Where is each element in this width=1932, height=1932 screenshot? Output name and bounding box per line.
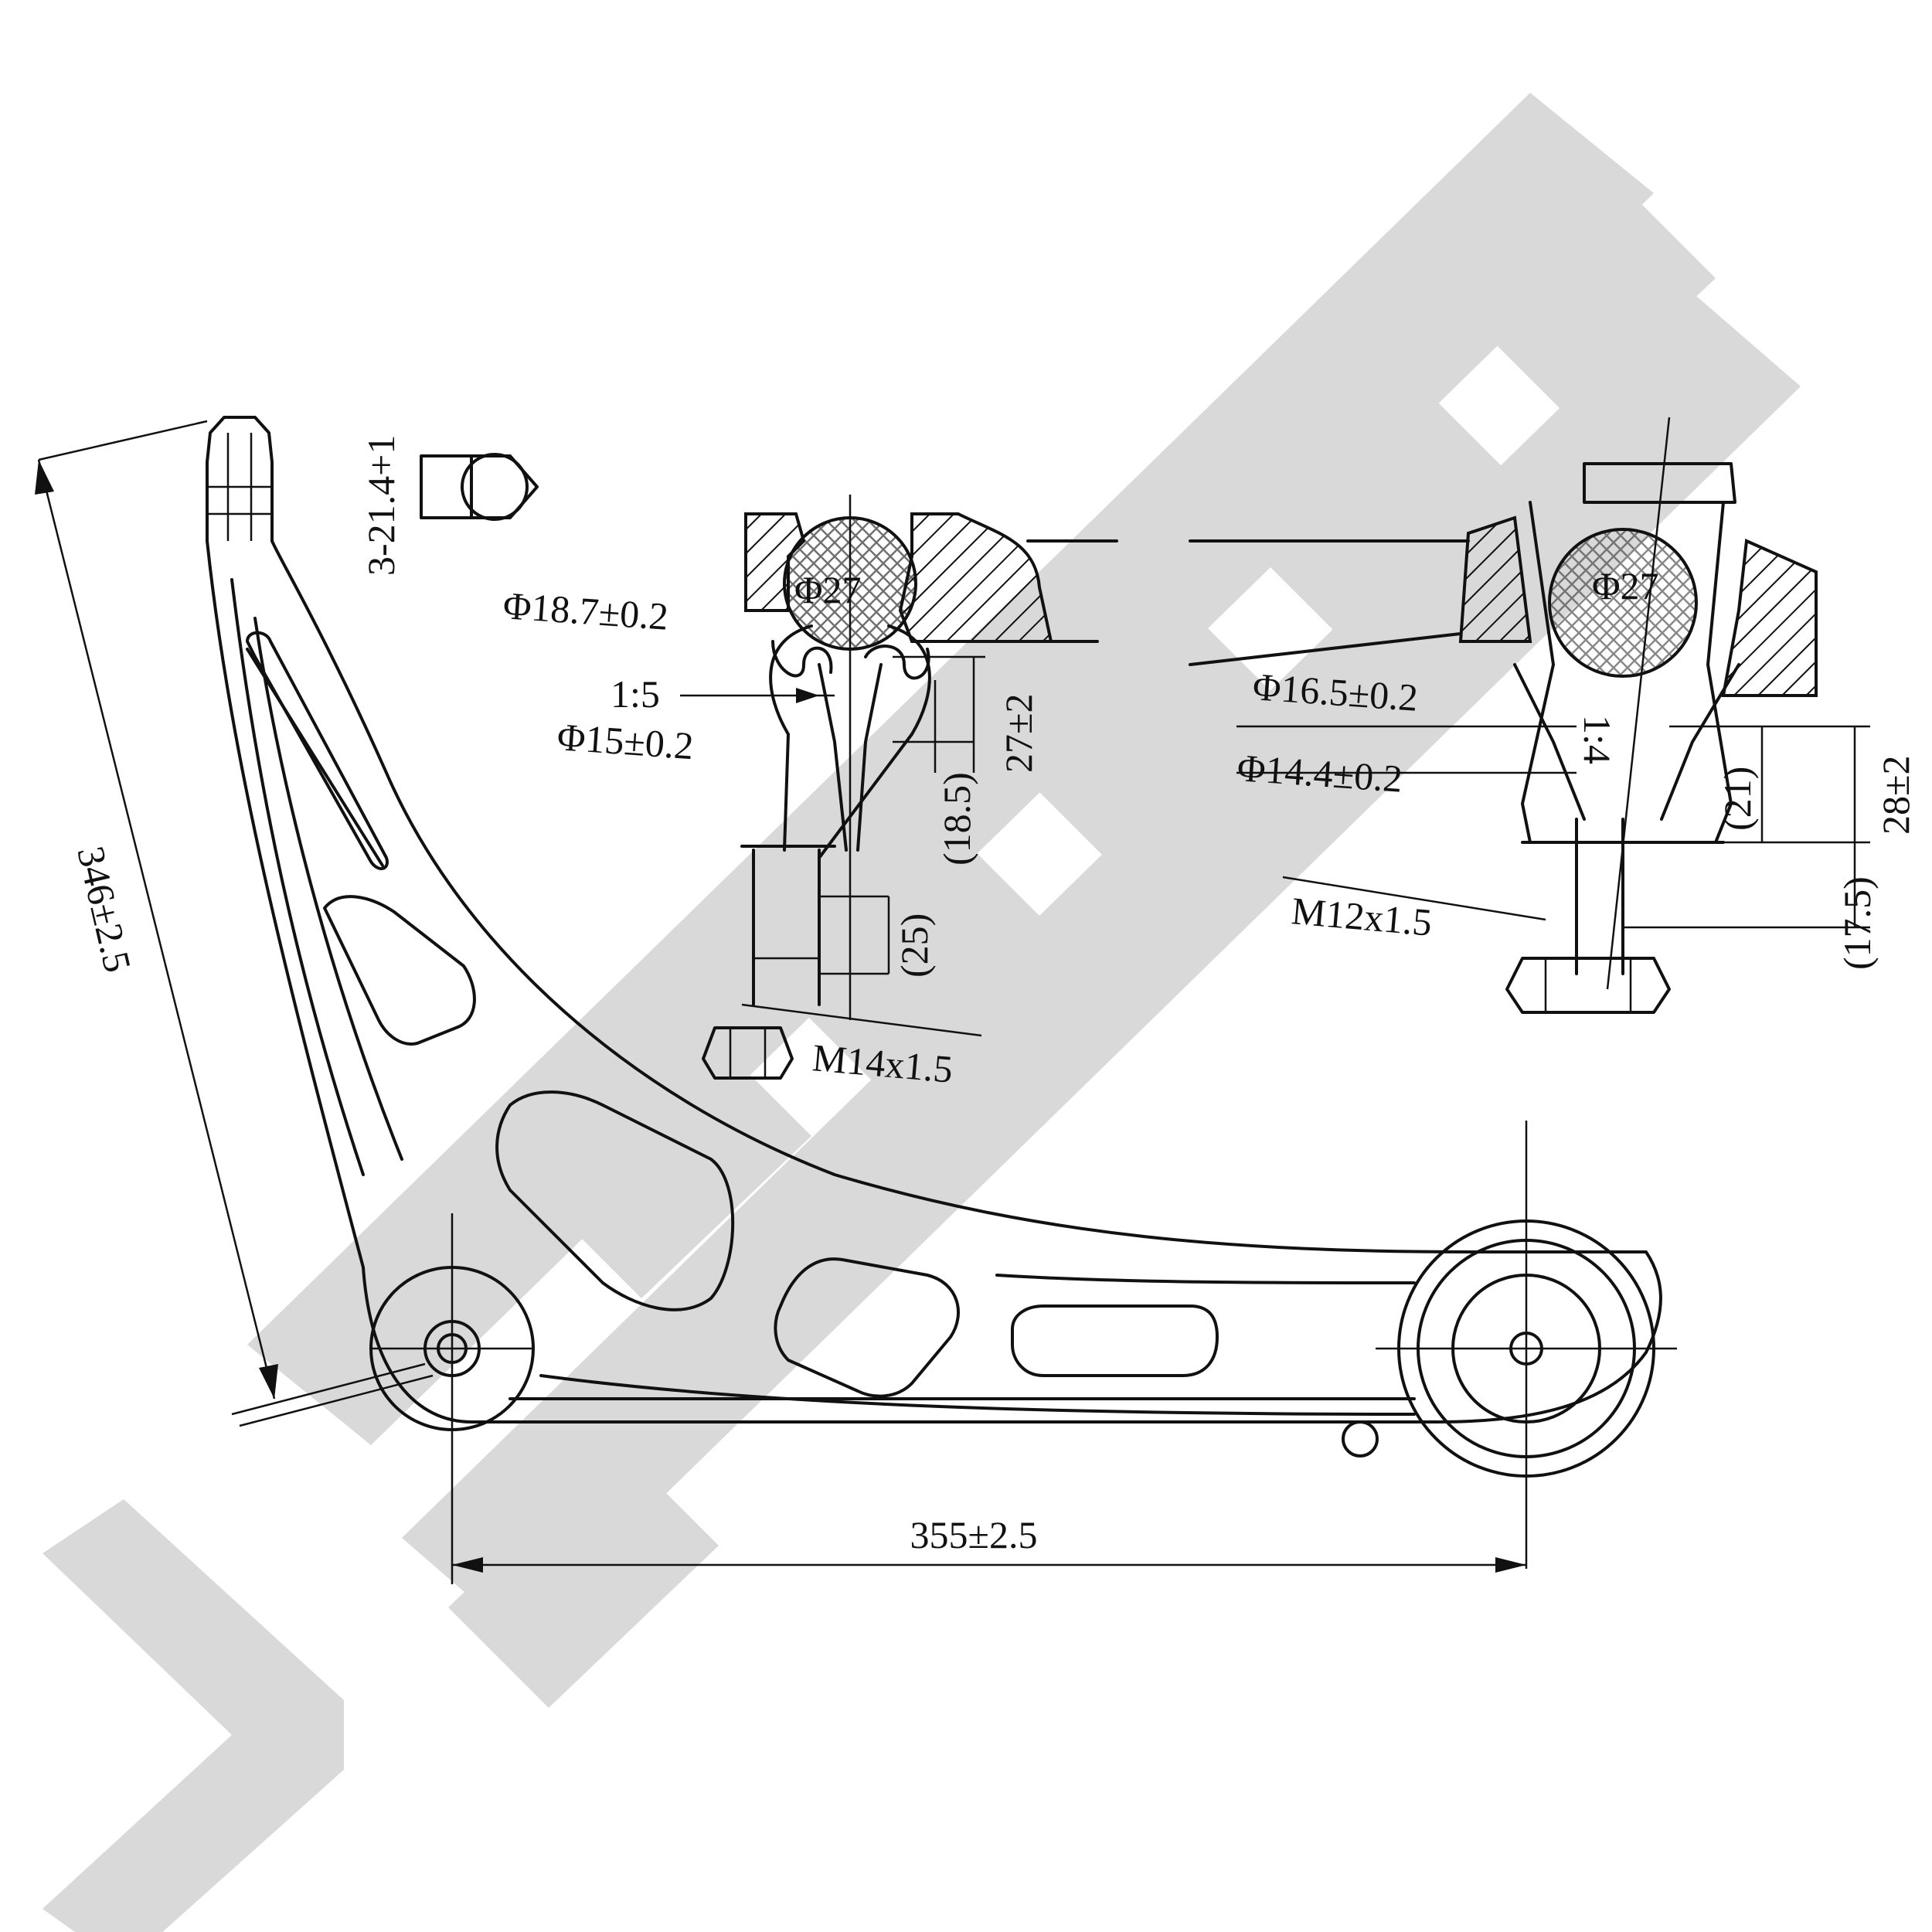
center-lines <box>371 1121 1677 1584</box>
hole-5 <box>1011 1304 1219 1377</box>
dimension-355-label: 355±2.5 <box>910 1513 1038 1556</box>
watermark-band-1 <box>247 93 1654 1445</box>
ball-joint-left-bottom-dia: Φ15±0.2 <box>556 715 695 767</box>
ball-joint-left-ball-dia: Φ27 <box>794 568 862 611</box>
arm-outline <box>206 539 1662 1423</box>
stud-section-detail: 3-21.4+1 <box>359 435 539 576</box>
hole-2 <box>323 895 476 1046</box>
ball-joint-right-nut <box>1505 957 1671 1014</box>
dimension-355: 355±2.5 <box>452 1513 1526 1573</box>
ball-joint-left-taper: 1:5 <box>611 672 660 716</box>
stud-section-label: 3-21.4+1 <box>359 435 403 576</box>
ball-joint-left-nut <box>702 1026 794 1080</box>
hole-4 <box>774 1257 960 1398</box>
dimension-346-label: 346±2.5 <box>69 842 140 976</box>
ball-joint-left: Φ27 Φ18.7±0.2 1:5 Φ15±0.2 27±2 (18.5) (2… <box>502 495 1118 1091</box>
top-stud <box>206 416 274 464</box>
watermark-band-2 <box>402 286 1801 1638</box>
ball-joint-right: Φ27 Φ16.5±0.2 Φ14.4±0.2 1:4 28±2 (21) (1… <box>1189 417 1917 1014</box>
watermark-logo <box>43 93 1801 1932</box>
ball-joint-right-height: 28±2 <box>1874 756 1917 835</box>
ball-joint-left-taper-len: (18.5) <box>935 772 978 866</box>
watermark-chevron <box>43 1499 344 1932</box>
ball-joint-right-taper: 1:4 <box>1576 715 1619 764</box>
ball-joint-left-thread-len: (25) <box>893 913 936 978</box>
ball-joint-left-height: 27±2 <box>997 694 1040 773</box>
grease-nipple <box>1342 1420 1379 1458</box>
ball-joint-left-top-dia: Φ18.7±0.2 <box>502 583 669 638</box>
ball-joint-right-ball-dia: Φ27 <box>1592 564 1659 607</box>
ball-joint-right-thread-len: (17.5) <box>1835 876 1879 970</box>
hole-3 <box>495 1090 735 1311</box>
ball-joint-right-taper-len: (21) <box>1716 767 1759 831</box>
hole-1 <box>246 631 389 870</box>
